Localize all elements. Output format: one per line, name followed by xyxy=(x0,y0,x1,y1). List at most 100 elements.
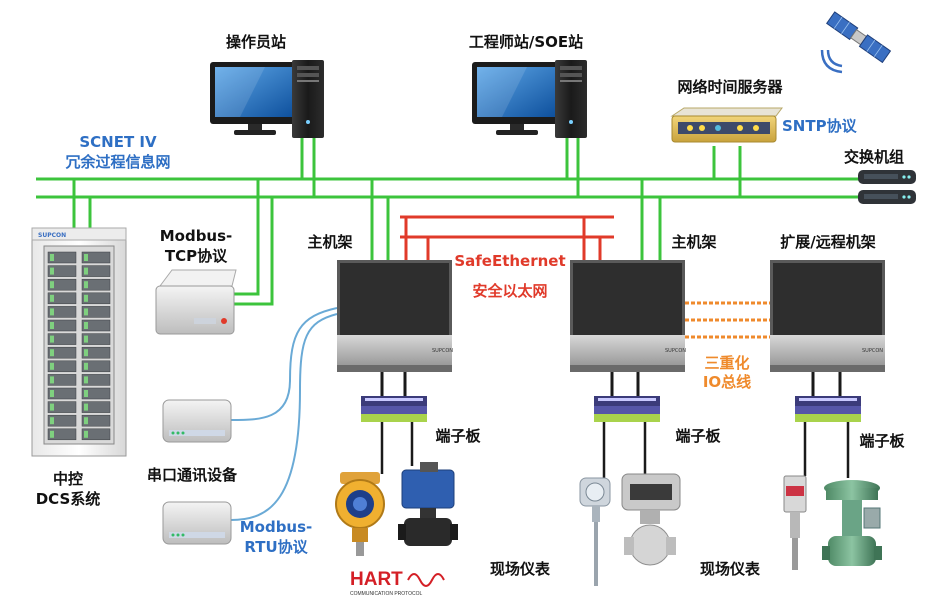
cabinet-module xyxy=(47,401,77,413)
hart-logo-text: HART xyxy=(350,569,403,590)
scnet-label-line1: SCNET IV xyxy=(79,133,157,151)
time-server: 网络时间服务器 SNTP协议 xyxy=(670,78,858,143)
cabinet-module xyxy=(47,387,77,400)
extension-rack: 扩展/远程机架 SUPCON xyxy=(770,233,885,372)
triple-io-label-line2: IO总线 xyxy=(703,373,751,391)
cabinet-module-led xyxy=(50,390,54,397)
cabinet-module xyxy=(81,292,111,305)
operator-station-label: 操作员站 xyxy=(226,33,286,51)
cabinet-module xyxy=(47,333,77,345)
temperature-sensor-icon xyxy=(783,475,807,570)
cabinet-module xyxy=(47,360,77,373)
temperature-sensor-icon xyxy=(579,477,611,586)
cabinet-module-led xyxy=(50,376,54,384)
cabinet-module-led xyxy=(50,349,54,357)
dcs-label-line1: 中控 xyxy=(53,470,83,488)
cabinet-module-led xyxy=(50,362,54,370)
desktop-monitor-icon xyxy=(472,62,562,135)
dcs-cabinet-icon: SUPCON xyxy=(31,227,127,457)
cabinet-module xyxy=(47,428,77,441)
cabinet-module xyxy=(81,414,111,427)
serial-cable-line xyxy=(230,313,338,521)
network-drop-line xyxy=(234,197,274,306)
cabinet-module-led xyxy=(84,294,88,302)
hart-logo-subtitle: COMMUNICATION PROTOCOL xyxy=(350,591,423,597)
cabinet-module-led xyxy=(84,254,88,261)
cabinet-module-led xyxy=(84,403,88,411)
time-server-device-icon xyxy=(670,107,783,143)
main-rack-1: 主机架 SUPCON xyxy=(307,233,453,372)
modbus-tcp-label-line1: Modbus- xyxy=(160,227,233,245)
cabinet-module-led xyxy=(84,335,88,343)
cabinet-module-led xyxy=(84,376,88,384)
cabinet-module-led xyxy=(84,390,88,397)
rack-brand: SUPCON xyxy=(432,348,453,354)
cabinet-module-led xyxy=(84,308,88,316)
dcs-label-line2: DCS系统 xyxy=(36,490,101,508)
cabinet-module xyxy=(81,278,111,291)
cabinet-module xyxy=(81,346,111,359)
cabinet-module-led xyxy=(84,362,88,370)
cabinet-module xyxy=(47,346,77,359)
cabinet-module xyxy=(81,251,111,264)
modbus-tcp-label-line2: TCP协议 xyxy=(165,247,228,265)
cabinet-module-led xyxy=(50,403,54,411)
main-rack-2: 主机架 SUPCON xyxy=(570,233,717,372)
actuator-valve-icon xyxy=(398,462,458,546)
cabinet-module-led xyxy=(50,281,54,289)
cabinet-module-led xyxy=(84,267,88,275)
sntp-label: SNTP协议 xyxy=(782,117,858,135)
safeethernet-label-line2: 安全以太网 xyxy=(472,282,547,300)
field-instruments-1-label: 现场仪表 xyxy=(490,560,551,578)
cabinet-module xyxy=(81,401,111,413)
serial-cable-line xyxy=(230,307,338,421)
cabinet-module-led xyxy=(50,294,54,302)
network-drop-line xyxy=(234,179,260,296)
rack-brand: SUPCON xyxy=(665,348,686,354)
cabinet-module-led xyxy=(84,417,88,425)
field-instruments-2-label: 现场仪表 xyxy=(700,560,761,578)
controller-rack-icon xyxy=(337,260,452,372)
main-rack-2-label: 主机架 xyxy=(671,233,716,251)
cabinet-module xyxy=(81,319,111,332)
switch-group: 交换机组 xyxy=(844,148,916,204)
terminal-board-1-label: 端子板 xyxy=(435,427,481,445)
cabinet-module-led xyxy=(50,322,54,329)
cabinet-module xyxy=(47,251,77,264)
pressure-transmitter-icon xyxy=(335,472,385,556)
desktop-tower-icon xyxy=(555,60,587,138)
cabinet-module-led xyxy=(84,430,88,438)
terminal-board-3-label: 端子板 xyxy=(859,432,905,450)
serial-device-label: 串口通讯设备 xyxy=(147,466,238,484)
serial-device-icon xyxy=(162,399,232,443)
safeethernet-label-line1: SafeEthernet xyxy=(454,252,565,270)
terminal-board-icon xyxy=(594,396,660,422)
terminal-board-2-label: 端子板 xyxy=(675,427,721,445)
actuator-valve-icon xyxy=(621,473,681,566)
scnet-label-line2: 冗余过程信息网 xyxy=(65,153,170,171)
cabinet-module xyxy=(47,319,77,332)
switch-group-label: 交换机组 xyxy=(844,148,904,166)
network-switch-icon xyxy=(858,170,916,184)
cabinet-module xyxy=(47,414,77,427)
cabinet-module xyxy=(81,428,111,441)
cabinet-module xyxy=(81,265,111,277)
time-server-label: 网络时间服务器 xyxy=(677,78,783,96)
engineer-station-label: 工程师站/SOE站 xyxy=(469,33,583,51)
cabinet-module xyxy=(47,265,77,277)
cabinet-module-led xyxy=(84,349,88,357)
cabinet-module xyxy=(81,306,111,318)
operator-station: 操作员站 xyxy=(210,33,324,138)
terminal-board-icon xyxy=(795,396,861,422)
rack-brand: SUPCON xyxy=(862,348,883,354)
server-box-icon xyxy=(155,269,237,335)
cabinet-module-led xyxy=(84,281,88,289)
control-valve-icon xyxy=(822,480,882,566)
cabinet-brand: SUPCON xyxy=(38,232,66,239)
desktop-tower-icon xyxy=(292,60,324,138)
cabinet-module xyxy=(81,387,111,400)
cabinet-module-led xyxy=(50,417,54,425)
desktop-monitor-icon xyxy=(210,62,300,135)
cabinet-module-led xyxy=(84,322,88,329)
